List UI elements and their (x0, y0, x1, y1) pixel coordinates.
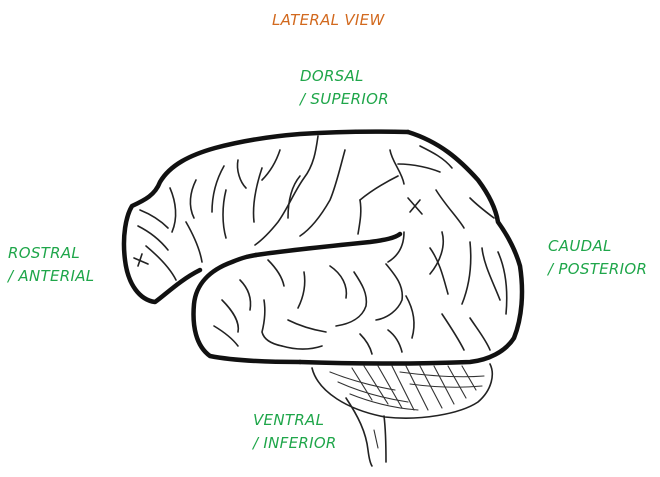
cerebrum-outline (121, 129, 525, 366)
rostral-label-line1: ROSTRAL (8, 244, 81, 262)
caudal-label-line2: / POSTERIOR (548, 260, 648, 278)
ventral-label: VENTRAL / INFERIOR (253, 409, 337, 455)
dorsal-label: DORSAL / SUPERIOR (300, 65, 389, 111)
dorsal-label-line2: / SUPERIOR (300, 90, 389, 108)
cortex-folds (133, 135, 508, 355)
caudal-label-line1: CAUDAL (548, 237, 612, 255)
rostral-label: ROSTRAL / ANTERIAL (8, 242, 94, 288)
dorsal-label-line1: DORSAL (300, 67, 364, 85)
caudal-label: CAUDAL / POSTERIOR (548, 235, 647, 281)
brainstem (345, 397, 387, 467)
cerebellum (311, 363, 494, 419)
ventral-label-line1: VENTRAL (253, 411, 325, 429)
ventral-label-line2: / INFERIOR (253, 434, 337, 452)
rostral-label-line2: / ANTERIAL (8, 267, 95, 285)
view-title: LATERAL VIEW (272, 11, 385, 29)
